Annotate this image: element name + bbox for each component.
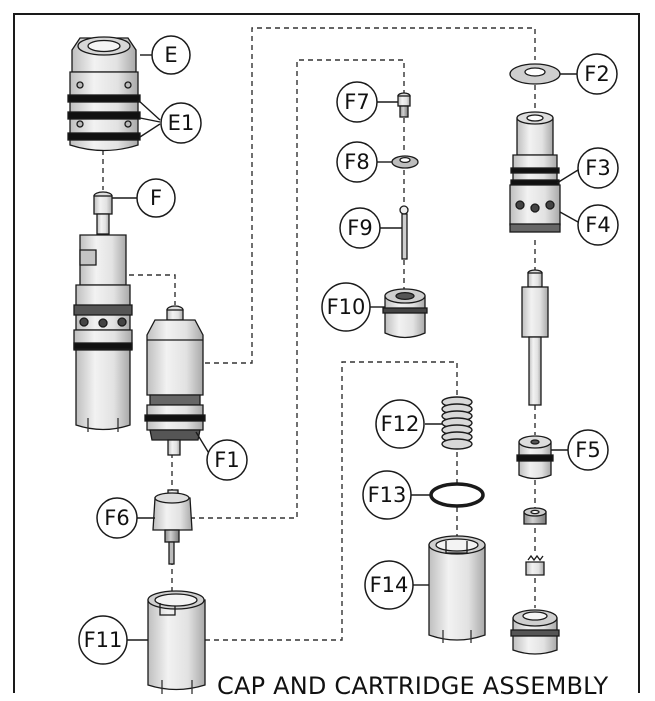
callout-f14: F14 xyxy=(364,560,414,610)
svg-text:F6: F6 xyxy=(104,506,129,530)
dash-f11-to-f12 xyxy=(205,361,458,641)
leader-e1-c xyxy=(139,123,161,138)
callout-f5: F5 xyxy=(567,429,609,471)
leader-e1-a xyxy=(137,99,161,121)
part-stem xyxy=(521,269,549,406)
dash-f1-to-f2 xyxy=(205,27,536,364)
part-f5 xyxy=(516,435,554,480)
svg-text:F3: F3 xyxy=(585,156,610,180)
callout-e1: E1 xyxy=(160,102,202,144)
svg-text:F7: F7 xyxy=(344,90,369,114)
part-f13-oring xyxy=(429,482,485,508)
part-f-cartridge xyxy=(73,191,133,432)
part-f1 xyxy=(144,305,206,456)
part-f6 xyxy=(152,489,193,565)
part-f11 xyxy=(147,590,206,694)
svg-text:F4: F4 xyxy=(585,213,610,237)
callout-f13: F13 xyxy=(362,470,412,520)
part-small-spring-clip xyxy=(525,554,545,576)
callout-f8: F8 xyxy=(336,141,378,183)
svg-text:E1: E1 xyxy=(168,111,195,135)
callout-f10: F10 xyxy=(321,282,371,332)
part-f8 xyxy=(391,155,419,169)
leader-f4 xyxy=(559,211,579,223)
callout-f2: F2 xyxy=(576,53,618,95)
part-f10 xyxy=(382,288,428,339)
callout-f6: F6 xyxy=(96,497,138,539)
svg-text:E: E xyxy=(164,43,177,67)
leader-f1 xyxy=(195,431,211,456)
callout-f7: F7 xyxy=(336,81,378,123)
svg-text:F1: F1 xyxy=(214,448,239,472)
part-e-cap xyxy=(67,36,141,152)
callout-f11: F11 xyxy=(78,615,128,665)
svg-text:F: F xyxy=(150,186,162,210)
svg-text:F2: F2 xyxy=(584,62,609,86)
leader-f3 xyxy=(556,169,579,184)
svg-text:F11: F11 xyxy=(84,628,123,652)
assembly-dashed-lines xyxy=(102,27,536,641)
callout-f12: F12 xyxy=(375,399,425,449)
svg-text:F9: F9 xyxy=(347,216,372,240)
svg-text:F8: F8 xyxy=(344,150,369,174)
part-f2 xyxy=(509,63,561,85)
svg-text:F10: F10 xyxy=(327,295,366,319)
callout-f3: F3 xyxy=(577,147,619,189)
callout-f: F xyxy=(136,178,176,218)
part-f14 xyxy=(428,535,486,643)
svg-text:F14: F14 xyxy=(370,573,409,597)
diagram-caption: CAP AND CARTRIDGE ASSEMBLY xyxy=(217,672,609,700)
callout-leaders xyxy=(111,54,579,641)
svg-text:F12: F12 xyxy=(381,412,420,436)
callout-f4: F4 xyxy=(577,204,619,246)
dash-f-to-f1 xyxy=(120,274,176,305)
part-f9 xyxy=(399,205,409,260)
part-f7 xyxy=(397,92,411,118)
part-f3-f4 xyxy=(509,111,561,233)
part-small-seal xyxy=(523,507,547,525)
part-f12-spring xyxy=(441,396,473,450)
svg-text:F13: F13 xyxy=(368,483,407,507)
svg-text:F5: F5 xyxy=(575,438,600,462)
leader-e1-b xyxy=(139,117,161,123)
callout-f9: F9 xyxy=(339,207,381,249)
part-bottom-cap xyxy=(510,609,560,655)
callout-e: E xyxy=(151,35,191,75)
callout-f1: F1 xyxy=(206,439,248,481)
